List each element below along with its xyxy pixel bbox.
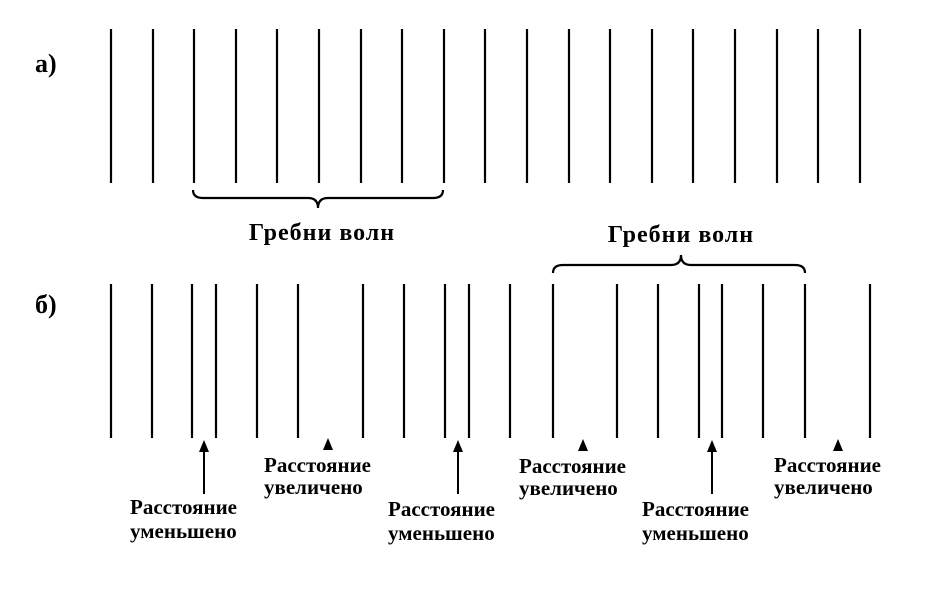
annotation-3-line1: Расстояние [388,497,495,521]
annotation-4-line2: увеличено [519,476,618,500]
panel-a-crests [109,29,862,183]
panel-a-brace-label: Гребни волн [249,220,395,246]
panel-b-crests [109,284,872,438]
arrow-head-4 [578,439,588,451]
annotation-4-line1: Расстояние [519,454,626,478]
annotation-6-line1: Расстояние [774,453,881,477]
arrow-head-1 [199,440,209,452]
annotation-1-line1: Расстояние [130,495,237,519]
panel-b-brace [551,254,807,274]
arrow-head-5 [707,440,717,452]
arrow-head-6 [833,439,843,451]
annotation-6-line2: увеличено [774,475,873,499]
annotation-1-line2: уменьшено [130,519,237,543]
annotation-5-line2: уменьшено [642,521,749,545]
annotation-2-line1: Расстояние [264,453,371,477]
annotation-2-line2: увеличено [264,475,363,499]
panel-a-label: а) [35,49,57,78]
annotation-3-line2: уменьшено [388,521,495,545]
annotation-3: Расстояние уменьшено [388,440,495,545]
panel-b-brace-label: Гребни волн [608,222,754,248]
annotation-5-line1: Расстояние [642,497,749,521]
panel-b-label: б) [35,290,57,319]
annotation-5: Расстояние уменьшено [642,440,749,545]
annotation-4: Расстояние увеличено [519,439,626,500]
panel-a-brace [191,189,445,209]
annotation-2: Расстояние увеличено [264,438,371,499]
annotation-6: Расстояние увеличено [774,439,881,499]
arrow-head-3 [453,440,463,452]
arrow-head-2 [323,438,333,450]
annotation-1: Расстояние уменьшено [130,440,237,543]
